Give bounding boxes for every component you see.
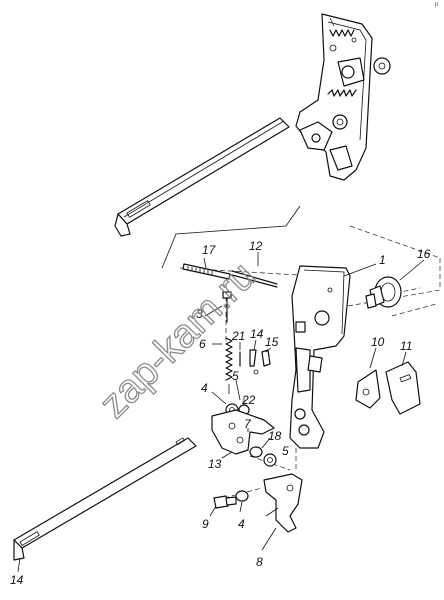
top-rod <box>114 117 290 237</box>
callout-10: 10 <box>371 335 385 349</box>
callout-8: 8 <box>256 555 263 569</box>
callout-9: 9 <box>202 517 209 531</box>
part-13-lever <box>211 409 275 455</box>
callout-13: 13 <box>208 457 222 471</box>
callout-11: 11 <box>400 339 412 353</box>
callout-15: 15 <box>265 335 279 349</box>
callout-16: 16 <box>417 247 431 261</box>
part-14-rod <box>13 437 197 561</box>
part-3-screw <box>222 291 232 323</box>
top-lock-plate <box>295 13 391 181</box>
callout-7: 7 <box>244 417 252 431</box>
callout-6: 6 <box>199 337 206 351</box>
callout-1: 1 <box>379 253 386 267</box>
callout-21: 21 <box>231 329 245 343</box>
part-12-rod <box>231 270 278 288</box>
part-16-rotor <box>365 276 402 309</box>
part-9-bolt <box>213 490 249 509</box>
corner-mark: p <box>435 2 439 8</box>
callout-4-upper: 4 <box>201 381 208 395</box>
callouts: 1 16 17 12 3 21 14 15 6 10 11 5 4 22 7 1… <box>10 239 431 587</box>
part-6-spring <box>225 337 233 394</box>
part-17-threaded-rod <box>182 263 231 280</box>
callout-14-lower: 14 <box>10 573 24 587</box>
callout-14-upper: 14 <box>250 327 264 341</box>
callout-18: 18 <box>268 429 282 443</box>
part-1-lock-plate <box>289 265 351 449</box>
callout-12: 12 <box>249 239 263 253</box>
callout-22: 22 <box>241 393 256 407</box>
part-11-bracket <box>385 361 421 415</box>
part-8-lever <box>263 473 303 533</box>
leader-lines <box>17 252 425 573</box>
callout-5-lower: 5 <box>282 444 289 458</box>
part-18-bolt <box>249 446 277 467</box>
small-pins <box>239 349 271 375</box>
part-10-lever <box>355 369 381 409</box>
callout-4-lower: 4 <box>238 517 245 531</box>
top-assembly <box>114 13 391 237</box>
callout-17: 17 <box>202 243 217 257</box>
callout-3: 3 <box>196 307 203 321</box>
callout-5-upper: 5 <box>232 369 239 383</box>
